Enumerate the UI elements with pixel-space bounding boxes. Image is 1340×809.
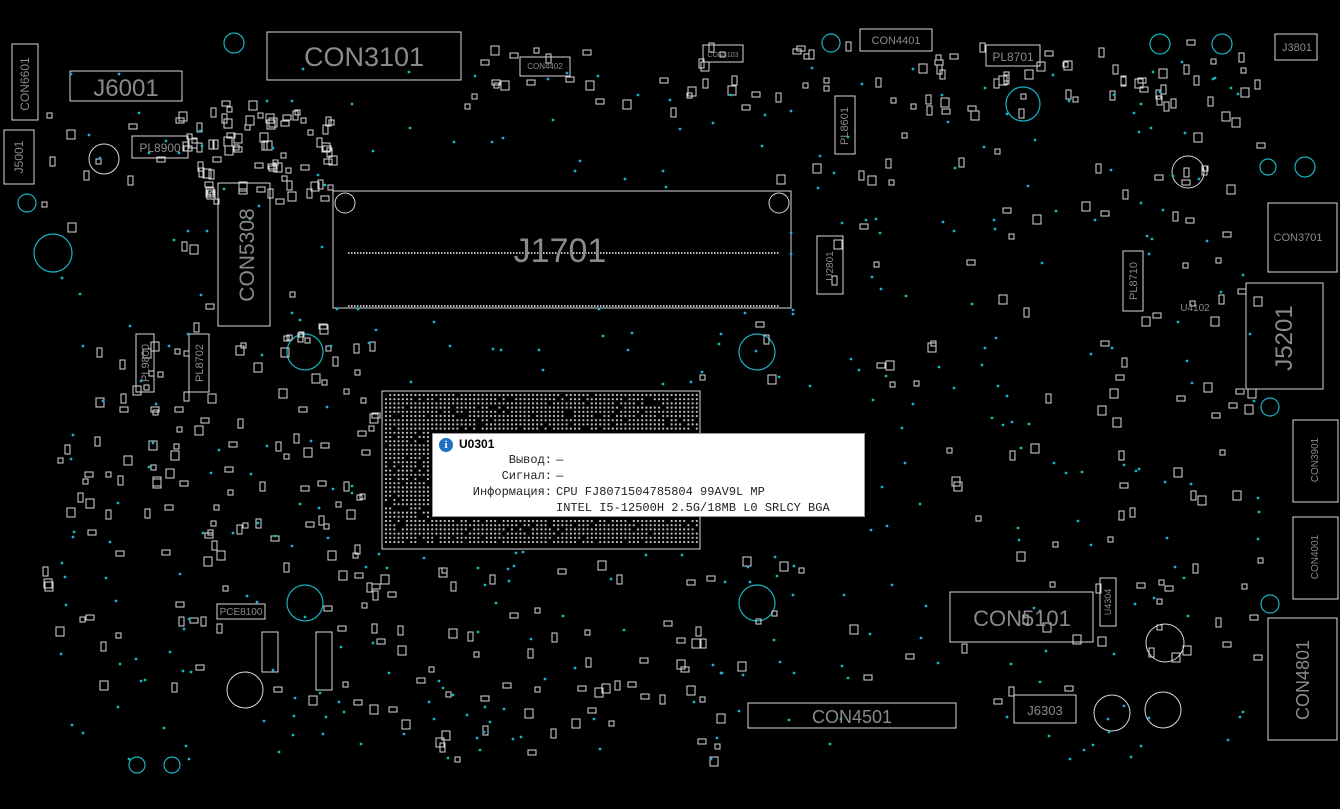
con3701-outline[interactable] bbox=[1267, 202, 1338, 273]
con4801-outline[interactable] bbox=[1267, 617, 1338, 741]
label-j3801: J3801 bbox=[1282, 42, 1312, 54]
label-pl8702: PL8702 bbox=[194, 344, 206, 382]
label-j5201: J5201 bbox=[1271, 305, 1298, 370]
label-con4402: CON4402 bbox=[527, 62, 563, 71]
label-con3901: CON3901 bbox=[1310, 437, 1321, 482]
component-tooltip: i U0301 Вывод: — Сигнал: — Информация: C… bbox=[432, 433, 865, 517]
signal-label: Сигнал: bbox=[501, 469, 552, 483]
j5201-outline[interactable] bbox=[1245, 282, 1324, 390]
tooltip-ref: U0301 bbox=[459, 437, 495, 451]
con5308-outline[interactable] bbox=[217, 182, 271, 327]
label-pl8900: PL8900 bbox=[139, 141, 181, 155]
info-line-1: CPU FJ8071504785804 99AV9L MP bbox=[556, 485, 765, 499]
label-con4501: CON4501 bbox=[812, 707, 892, 727]
signal-value: — bbox=[556, 469, 564, 483]
label-u2801: U2801 bbox=[825, 251, 836, 281]
j5001-outline[interactable] bbox=[3, 129, 35, 185]
info-icon: i bbox=[439, 438, 453, 452]
label-j6001: J6001 bbox=[93, 75, 158, 102]
label-j1701: J1701 bbox=[514, 232, 607, 270]
label-con4401: CON4401 bbox=[872, 35, 921, 47]
label-u4304: U4304 bbox=[1103, 589, 1113, 616]
pin-label: Вывод: bbox=[508, 453, 552, 467]
label-con3701: CON3701 bbox=[1274, 232, 1323, 244]
label-con5308: CON5308 bbox=[236, 208, 259, 301]
label-con3101: CON3101 bbox=[304, 42, 424, 72]
label-con5101: CON5101 bbox=[973, 606, 1071, 631]
label-pl8601: PL8601 bbox=[839, 107, 851, 145]
label-con6601: CON6601 bbox=[18, 57, 32, 111]
label-u4102: U4102 bbox=[1180, 303, 1210, 314]
info-line-2: INTEL I5-12500H 2.5G/18MB L0 SRLCY BGA bbox=[556, 501, 830, 515]
con6601-outline[interactable] bbox=[11, 43, 39, 121]
label-j6303: J6303 bbox=[1027, 703, 1062, 718]
j6001-outline[interactable] bbox=[69, 70, 183, 102]
con5101-outline[interactable] bbox=[949, 591, 1094, 643]
label-con3103: CON3103 bbox=[707, 52, 738, 59]
label-pl8710: PL8710 bbox=[1128, 262, 1140, 300]
con3101-outline[interactable] bbox=[266, 31, 462, 81]
label-j5001: J5001 bbox=[12, 140, 26, 173]
con3901-outline[interactable] bbox=[1292, 419, 1339, 503]
info-label: Информация: bbox=[472, 485, 552, 499]
label-con4001: CON4001 bbox=[1310, 534, 1321, 579]
label-pl9800: PL9800 bbox=[140, 344, 152, 382]
j1701-outline[interactable] bbox=[332, 190, 792, 309]
label-con4801: CON4801 bbox=[1293, 640, 1313, 720]
label-pce8100: PCE8100 bbox=[220, 607, 263, 618]
label-pl8701: PL8701 bbox=[992, 50, 1034, 64]
pin-value: — bbox=[556, 453, 564, 467]
con4501-outline[interactable] bbox=[747, 702, 957, 729]
con4001-outline[interactable] bbox=[1292, 516, 1339, 600]
